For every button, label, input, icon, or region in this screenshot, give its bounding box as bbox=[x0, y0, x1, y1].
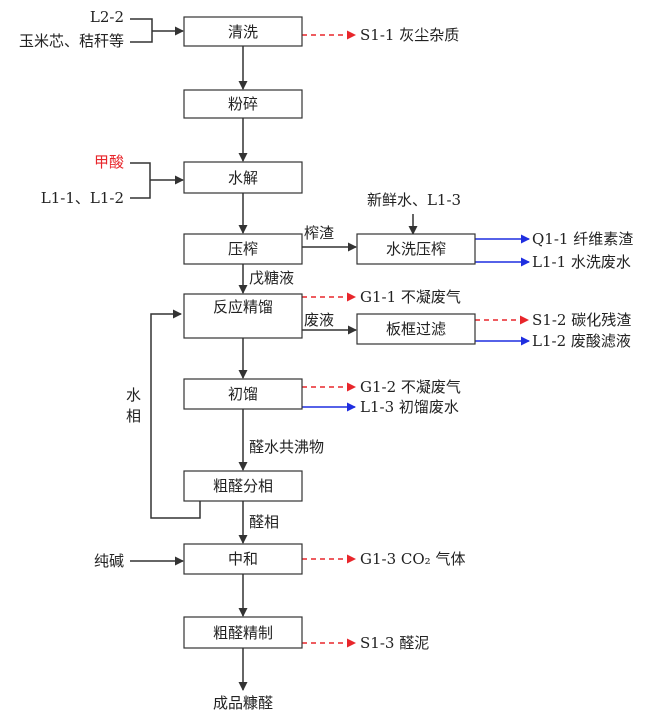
svg-text:粗醛分相: 粗醛分相 bbox=[213, 477, 273, 495]
output-g1-2: G1-2 不凝废气 bbox=[360, 378, 461, 396]
edge-label-azeotrope: 醛水共沸物 bbox=[249, 438, 324, 456]
svg-text:水相: 水相 bbox=[124, 387, 142, 429]
brace-wash-inputs bbox=[130, 18, 153, 43]
node-wash: 清洗 bbox=[183, 16, 303, 47]
input-corn: 玉米芯、秸秆等 bbox=[19, 32, 124, 50]
svg-text:粗醛精制: 粗醛精制 bbox=[213, 624, 273, 642]
output-s1-3: S1-3 醛泥 bbox=[360, 634, 429, 652]
svg-text:中和: 中和 bbox=[228, 550, 258, 568]
node-hydrolysis: 水解 bbox=[183, 161, 303, 194]
output-s1-2: S1-2 碳化残渣 bbox=[532, 311, 631, 329]
input-l1-1-2: L1-1、L1-2 bbox=[41, 189, 124, 207]
output-q1-1: Q1-1 纤维素渣 bbox=[532, 230, 633, 248]
svg-text:水解: 水解 bbox=[228, 169, 258, 187]
svg-text:粉碎: 粉碎 bbox=[228, 95, 258, 113]
final-product: 成品糠醛 bbox=[213, 694, 273, 712]
node-filter: 板框过滤 bbox=[356, 313, 476, 345]
brace-hydrolysis-inputs bbox=[130, 162, 151, 199]
node-refine: 粗醛精制 bbox=[183, 616, 303, 649]
output-g1-1: G1-1 不凝废气 bbox=[360, 288, 461, 306]
svg-text:清洗: 清洗 bbox=[228, 23, 258, 41]
node-pre-distill: 初馏 bbox=[183, 378, 303, 410]
input-fresh-water: 新鲜水、L1-3 bbox=[367, 191, 461, 209]
svg-text:压榨: 压榨 bbox=[228, 240, 258, 258]
node-crude-split: 粗醛分相 bbox=[183, 470, 303, 502]
edge-label-aldehyde-phase: 醛相 bbox=[249, 513, 279, 531]
input-l2-2: L2-2 bbox=[90, 8, 124, 26]
output-l1-3: L1-3 初馏废水 bbox=[360, 398, 459, 416]
edge-label-water-phase: 水相 bbox=[124, 387, 142, 429]
node-water-press: 水洗压榨 bbox=[356, 233, 476, 265]
svg-text:板框过滤: 板框过滤 bbox=[386, 320, 446, 338]
output-l1-2: L1-2 废酸滤液 bbox=[532, 332, 631, 350]
output-l1-1: L1-1 水洗废水 bbox=[532, 253, 631, 271]
input-formic: 甲酸 bbox=[94, 153, 124, 171]
node-crush: 粉碎 bbox=[183, 89, 303, 119]
node-react: 反应精馏 bbox=[183, 293, 303, 339]
edge-label-waste-liquid: 废液 bbox=[304, 311, 334, 329]
output-g1-3: G1-3 CO₂ 气体 bbox=[360, 550, 465, 568]
edge-label-sugar: 戊糖液 bbox=[249, 269, 294, 287]
edge-label-residue: 榨渣 bbox=[304, 224, 334, 242]
input-soda: 纯碱 bbox=[94, 552, 124, 570]
svg-text:反应精馏: 反应精馏 bbox=[213, 298, 273, 316]
node-neutralize: 中和 bbox=[183, 543, 303, 575]
node-press: 压榨 bbox=[183, 233, 303, 265]
edge-water-phase-loop bbox=[150, 309, 201, 519]
svg-text:初馏: 初馏 bbox=[228, 385, 258, 403]
svg-text:水洗压榨: 水洗压榨 bbox=[386, 240, 446, 258]
output-s1-1: S1-1 灰尘杂质 bbox=[360, 26, 459, 44]
